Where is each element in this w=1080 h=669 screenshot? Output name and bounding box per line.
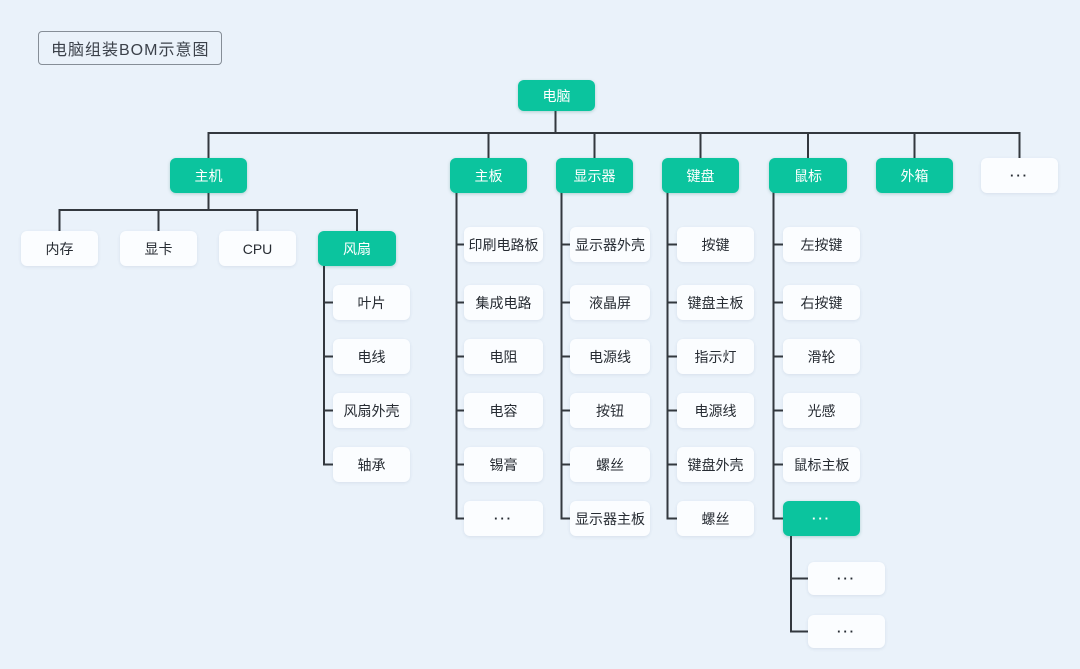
node-capacitor: 电容	[464, 393, 543, 428]
node-computer: 电脑	[518, 80, 595, 111]
node-mouse: 鼠标	[769, 158, 847, 193]
node-cpu: CPU	[219, 231, 296, 266]
node-left-button: 左按键	[783, 227, 860, 262]
node-indicator-light: 指示灯	[677, 339, 754, 374]
node-keyboard: 键盘	[662, 158, 739, 193]
node-solder-paste: 锡膏	[464, 447, 543, 482]
node-integrated-circuit: 集成电路	[464, 285, 543, 320]
node-fan-blade: 叶片	[333, 285, 410, 320]
node-ellipsis-mouse-more-1: ···	[808, 562, 885, 595]
node-pcb: 印刷电路板	[464, 227, 543, 262]
node-fan-wire: 电线	[333, 339, 410, 374]
node-scroll-wheel: 滑轮	[783, 339, 860, 374]
node-fan-bearing: 轴承	[333, 447, 410, 482]
node-resistor: 电阻	[464, 339, 543, 374]
node-monitor: 显示器	[556, 158, 633, 193]
connector-host-bus	[58, 192, 358, 232]
connector-motherboard-column	[455, 192, 465, 520]
node-keyboard-mainboard: 键盘主板	[677, 285, 754, 320]
connector-fan-column	[323, 265, 334, 466]
node-lcd-screen: 液晶屏	[570, 285, 650, 320]
node-keyboard-power-cable: 电源线	[677, 393, 754, 428]
connector-keyboard-column	[666, 192, 678, 520]
node-monitor-button: 按钮	[570, 393, 650, 428]
node-mouse-mainboard: 鼠标主板	[783, 447, 860, 482]
node-fan: 风扇	[318, 231, 396, 266]
connector-root-bus	[207, 110, 1021, 159]
node-fan-shell: 风扇外壳	[333, 393, 410, 428]
connector-mouse-column	[772, 192, 784, 520]
node-graphics-card: 显卡	[120, 231, 197, 266]
node-monitor-power-cable: 电源线	[570, 339, 650, 374]
node-keyboard-shell: 键盘外壳	[677, 447, 754, 482]
node-ellipsis-mouse-more-2: ···	[808, 615, 885, 648]
node-keys: 按键	[677, 227, 754, 262]
node-ellipsis-motherboard: ···	[464, 501, 543, 536]
node-monitor-mainboard: 显示器主板	[570, 501, 650, 536]
node-monitor-shell: 显示器外壳	[570, 227, 650, 262]
node-monitor-screws: 螺丝	[570, 447, 650, 482]
node-right-button: 右按键	[783, 285, 860, 320]
node-keyboard-screws: 螺丝	[677, 501, 754, 536]
node-motherboard: 主板	[450, 158, 527, 193]
node-host: 主机	[170, 158, 247, 193]
node-ellipsis-level2: ···	[981, 158, 1058, 193]
node-outer-case: 外箱	[876, 158, 953, 193]
connector-monitor-column	[560, 192, 571, 520]
node-light-sensor: 光感	[783, 393, 860, 428]
connector-mouse-more-column	[790, 535, 809, 633]
diagram-title: 电脑组装BOM示意图	[38, 31, 223, 65]
node-memory: 内存	[21, 231, 98, 266]
node-ellipsis-mouse: ···	[783, 501, 860, 536]
